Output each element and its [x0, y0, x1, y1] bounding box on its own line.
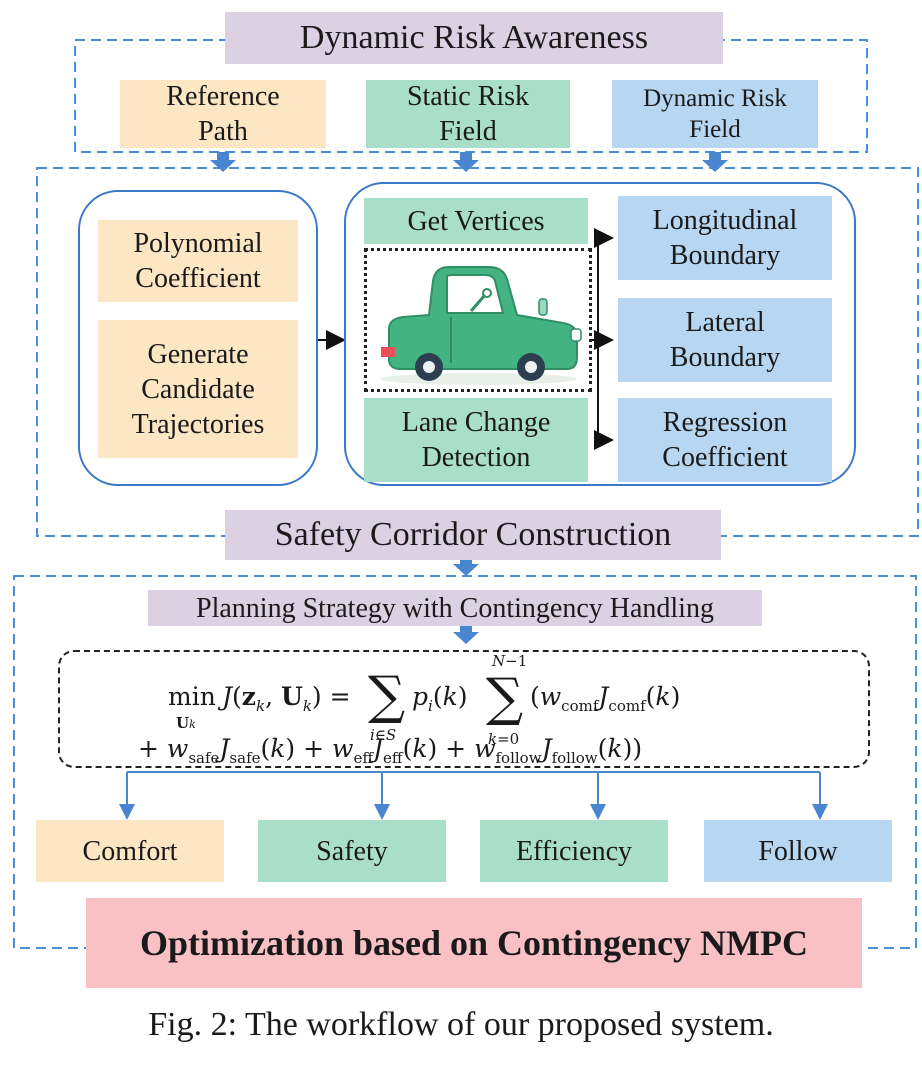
planning-frame — [13, 575, 917, 949]
risk-awareness-header: Dynamic Risk Awareness — [225, 12, 723, 64]
follow-box: Follow — [704, 820, 892, 882]
regression-coefficient-box: Regression Coefficient — [618, 398, 832, 482]
risk-to-corridor-arrows — [210, 152, 728, 172]
get-vertices-box: Get Vertices — [364, 198, 588, 244]
corridor-to-planning-arrows — [453, 556, 479, 644]
efficiency-box: Efficiency — [480, 820, 668, 882]
comfort-box: Comfort — [36, 820, 224, 882]
planning-header: Planning Strategy with Contingency Handl… — [148, 590, 762, 626]
static-risk-field-box: Static Risk Field — [366, 80, 570, 148]
safety-box: Safety — [258, 820, 446, 882]
figure-caption: Fig. 2: The workflow of our proposed sys… — [148, 1006, 774, 1043]
trajectory-panel — [78, 190, 318, 486]
candidate-trajectories-box: Generate Candidate Trajectories — [98, 320, 298, 458]
vehicle-panel — [344, 182, 856, 486]
longitudinal-boundary-box: Longitudinal Boundary — [618, 196, 832, 280]
vehicle-illustration-frame — [364, 248, 592, 392]
lateral-boundary-box: Lateral Boundary — [618, 298, 832, 382]
cost-function-formula-box — [58, 650, 870, 768]
optimization-box: Optimization based on Contingency NMPC — [86, 898, 862, 988]
lane-change-detection-box: Lane Change Detection — [364, 398, 588, 482]
corridor-header: Safety Corridor Construction — [225, 510, 721, 560]
polynomial-coefficient-box: Polynomial Coefficient — [98, 220, 298, 302]
car-icon — [381, 266, 582, 385]
reference-path-box: Reference Path — [120, 80, 326, 148]
dynamic-risk-field-box: Dynamic Risk Field — [612, 80, 818, 148]
formula-to-cost-bus — [119, 771, 828, 820]
